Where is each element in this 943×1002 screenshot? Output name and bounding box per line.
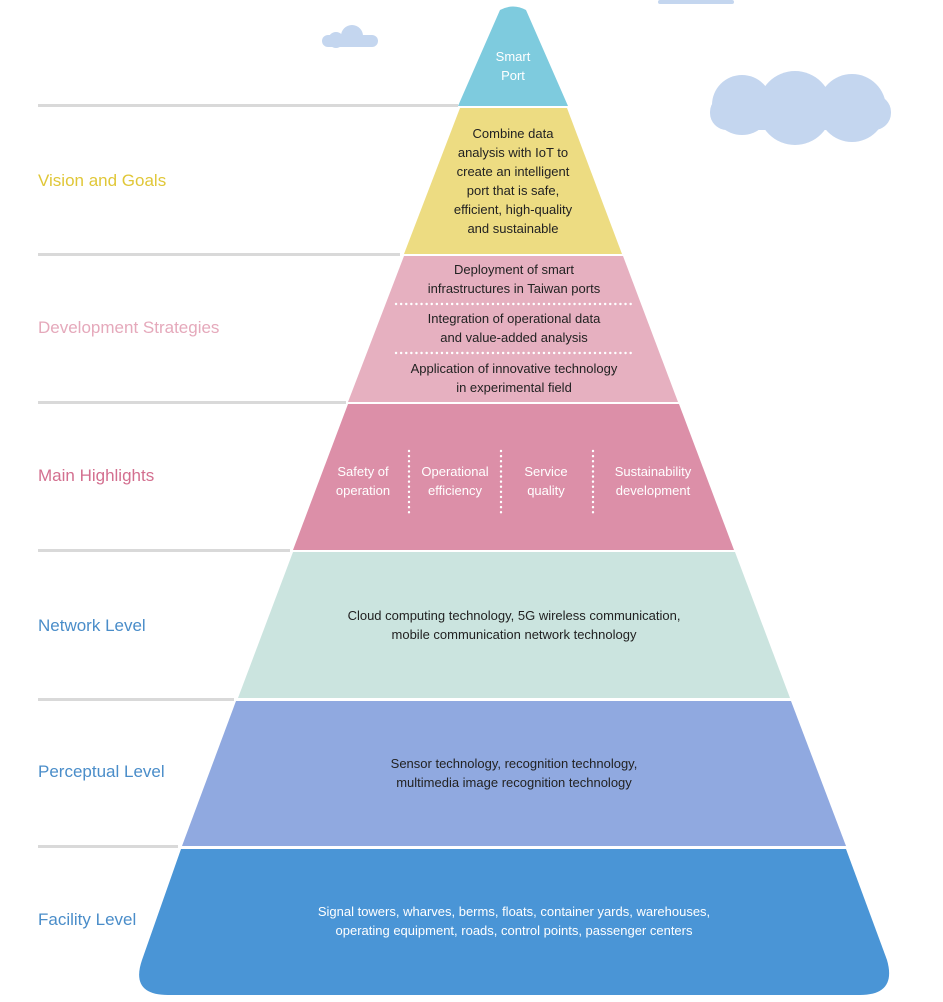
pyramid-tier-strategies bbox=[348, 256, 678, 402]
strategy-item-line: infrastructures in Taiwan ports bbox=[427, 281, 601, 296]
strategy-item-line: Application of innovative technology bbox=[410, 361, 618, 376]
level-label-strategies: Development Strategies bbox=[38, 318, 220, 337]
highlight-item: Safety of operation bbox=[323, 462, 403, 500]
highlight-item-line: Service bbox=[524, 464, 568, 479]
divider-line bbox=[38, 401, 346, 404]
vision-content-line: port that is safe, bbox=[466, 183, 560, 198]
apex-text-line: Port bbox=[501, 68, 525, 83]
pyramid-tier-network bbox=[238, 552, 790, 698]
highlight-item-line: Sustainability bbox=[614, 464, 692, 479]
pyramid-tier-perceptual bbox=[182, 701, 846, 846]
vision-content: Combine data analysis with IoT to create… bbox=[413, 124, 613, 238]
highlight-item-line: efficiency bbox=[428, 483, 482, 498]
large-cloud-icon bbox=[710, 71, 891, 145]
highlight-item-line: Safety of bbox=[337, 464, 389, 479]
apex-text-line: Smart bbox=[495, 49, 531, 64]
highlight-item-line: operation bbox=[335, 483, 391, 498]
apex-text: Smart Port bbox=[463, 47, 563, 85]
divider-lines bbox=[38, 104, 458, 848]
strategy-item-line: in experimental field bbox=[456, 380, 572, 395]
level-label-network: Network Level bbox=[38, 616, 146, 635]
strategy-item-line: Deployment of smart bbox=[454, 262, 574, 277]
highlight-item: Operational efficiency bbox=[410, 462, 500, 500]
perceptual-content-line: multimedia image recognition technology bbox=[396, 775, 632, 790]
strategy-item-line: Integration of operational data bbox=[427, 311, 601, 326]
vision-content-line: Combine data bbox=[472, 126, 554, 141]
vision-content-line: analysis with IoT to bbox=[457, 145, 569, 160]
divider-line bbox=[38, 549, 290, 552]
strategy-item-line: and value-added analysis bbox=[440, 330, 588, 345]
strategy-item: Integration of operational data and valu… bbox=[364, 309, 664, 347]
divider-line bbox=[38, 698, 234, 701]
highlight-item-line: development bbox=[615, 483, 691, 498]
pyramid-tier-facility bbox=[139, 849, 890, 995]
facility-content-line: operating equipment, roads, control poin… bbox=[335, 923, 693, 938]
partial-cloud-icon bbox=[658, 0, 734, 4]
dotted-separators bbox=[394, 302, 634, 517]
level-label-perceptual: Perceptual Level bbox=[38, 762, 165, 781]
level-label-facility: Facility Level bbox=[38, 910, 137, 929]
divider-line bbox=[38, 104, 458, 107]
network-content-line: mobile communication network technology bbox=[391, 627, 637, 642]
facility-content: Signal towers, wharves, berms, floats, c… bbox=[214, 902, 814, 940]
vision-content-line: create an intelligent bbox=[456, 164, 570, 179]
small-cloud-icon bbox=[322, 25, 378, 48]
level-label-highlights: Main Highlights bbox=[38, 466, 155, 485]
highlight-item-line: Operational bbox=[421, 464, 489, 479]
strategy-item: Application of innovative technology in … bbox=[364, 359, 664, 397]
pyramid-tier-vision bbox=[404, 108, 622, 254]
perceptual-content-line: Sensor technology, recognition technolog… bbox=[390, 756, 638, 771]
vision-content-line: efficient, high-quality bbox=[453, 202, 573, 217]
network-content: Cloud computing technology, 5G wireless … bbox=[264, 606, 764, 644]
level-label-vision: Vision and Goals bbox=[38, 171, 167, 190]
divider-line bbox=[38, 845, 178, 848]
pyramid-apex bbox=[458, 6, 568, 106]
facility-content-line: Signal towers, wharves, berms, floats, c… bbox=[317, 904, 711, 919]
highlight-item: Sustainability development bbox=[598, 462, 708, 500]
network-content-line: Cloud computing technology, 5G wireless … bbox=[347, 608, 681, 623]
divider-line bbox=[38, 253, 400, 256]
highlight-item-line: quality bbox=[527, 483, 565, 498]
strategy-item: Deployment of smart infrastructures in T… bbox=[364, 260, 664, 298]
highlight-item: Service quality bbox=[506, 462, 586, 500]
perceptual-content: Sensor technology, recognition technolog… bbox=[314, 754, 714, 792]
pyramid-tier-highlights bbox=[293, 404, 734, 550]
vision-content-line: and sustainable bbox=[467, 221, 559, 236]
